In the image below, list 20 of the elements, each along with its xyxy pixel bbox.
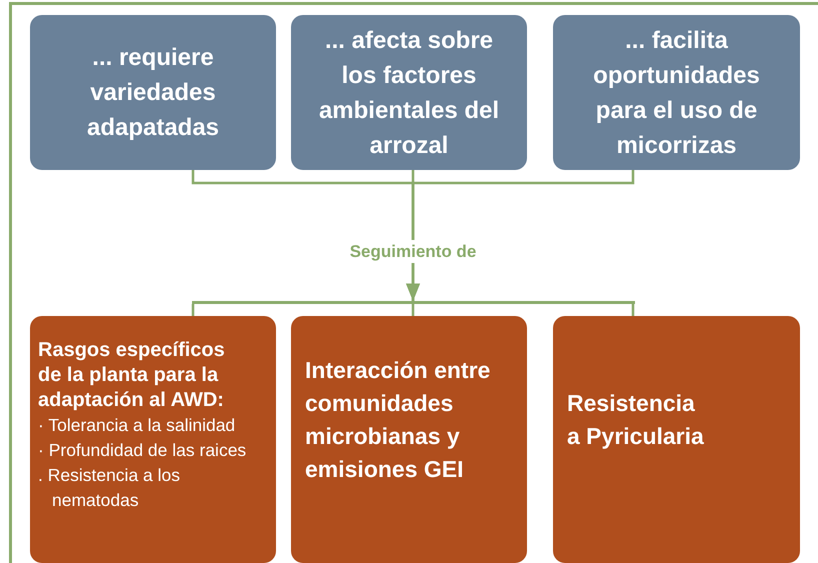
connector-line [192, 304, 194, 316]
list-item: · Tolerancia a la salinidad [38, 414, 236, 437]
connector-line [412, 304, 414, 316]
box-text: Interacción entre comunidades microbianas y emisiones GEI [305, 356, 492, 484]
box-text: ... requiere variedades adapatadas [86, 43, 220, 143]
list-item: · Profundidad de las raices [38, 439, 246, 462]
text-box [30, 15, 276, 170]
connector-bar [192, 301, 635, 304]
box-text: ... facilita oportunidades para el uso de micorrizas [592, 26, 761, 160]
connector-line [406, 170, 634, 301]
box-text: Resistencia a Pyricularia [567, 388, 705, 451]
box-heading: Rasgos específicos de la planta para la adaptación al AWD: [38, 338, 226, 413]
list-item: . Resistencia a los nematodas [38, 464, 182, 512]
text-box [291, 15, 527, 170]
text-box [291, 316, 527, 563]
box-text: ... afecta sobre los factores ambientales del arrozal [318, 26, 500, 160]
connector-line [632, 304, 634, 316]
text-box [553, 15, 800, 170]
text-box [553, 316, 800, 563]
text-box [30, 316, 276, 563]
